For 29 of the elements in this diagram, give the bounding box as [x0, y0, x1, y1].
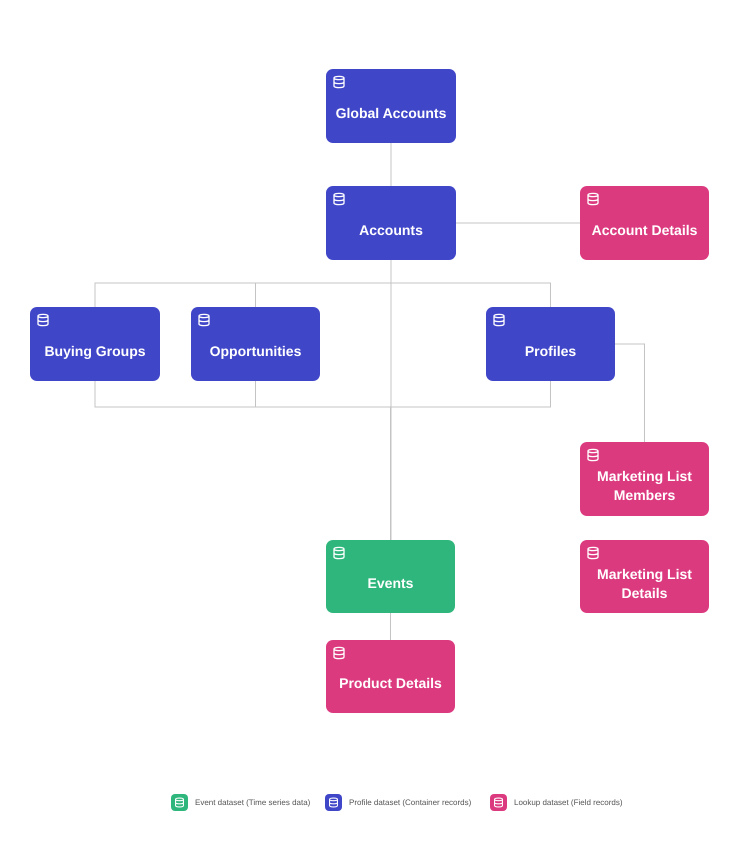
legend-label: Event dataset (Time series data) [195, 798, 310, 807]
connector-line [390, 142, 392, 186]
connector-line [390, 380, 551, 540]
connector-line [456, 222, 580, 224]
node-label: Global Accounts [336, 104, 446, 122]
dataset-box [326, 540, 455, 613]
node-label: Product Details [339, 674, 442, 693]
node-label: Opportunities [210, 342, 302, 360]
node-label: Buying Groups [44, 342, 146, 360]
node-label: Accounts [359, 220, 423, 240]
connector-line [614, 344, 645, 442]
dataset-box [580, 540, 709, 613]
connector-line [390, 612, 391, 640]
dataset-box [486, 307, 615, 381]
connector-line [390, 260, 392, 540]
dataset-box [326, 186, 456, 260]
dataset-box [191, 307, 320, 381]
node-label: Profiles [524, 342, 576, 360]
node-label: Events [368, 574, 414, 593]
legend-label: Profile dataset (Container records) [349, 798, 472, 807]
dataset-box [580, 442, 709, 516]
dataset-box [30, 307, 160, 381]
node-label: Marketing List Details [596, 564, 693, 602]
node-label: Marketing List Members [596, 467, 693, 505]
node-label: Account Details [592, 220, 698, 240]
dataset-box [326, 69, 456, 143]
dataset-box [580, 186, 709, 260]
legend-label: Lookup dataset (Field records) [514, 798, 622, 807]
dataset-box [326, 640, 455, 713]
